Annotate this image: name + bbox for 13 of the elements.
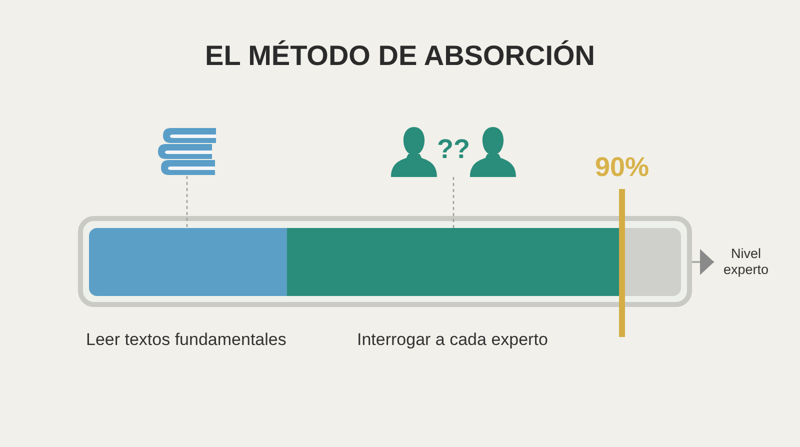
progress-track: [78, 216, 692, 307]
arrow: [692, 249, 714, 275]
leader-line: [452, 177, 454, 228]
question-marks: ??: [437, 136, 470, 162]
books-icon: [158, 127, 216, 176]
progress-segment: [89, 228, 287, 296]
progress-segment: [287, 228, 621, 296]
segment-caption: Interrogar a cada experto: [357, 330, 548, 350]
percentage-label: 90%: [594, 152, 650, 182]
title: EL MÉTODO DE ABSORCIÓN: [205, 39, 595, 73]
level-label: Nivel experto: [723, 246, 769, 278]
segment-caption: Leer textos fundamentales: [86, 330, 286, 350]
leader-line: [186, 176, 188, 228]
